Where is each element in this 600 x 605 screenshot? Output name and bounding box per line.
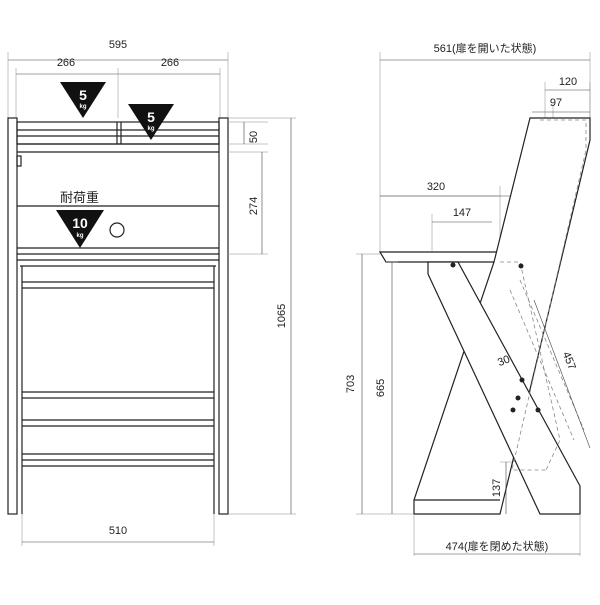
hidden-rail — [511, 119, 587, 471]
load-capacity-label: 耐荷重 — [60, 190, 99, 205]
dim-total-height: 1065 — [276, 304, 288, 328]
hinge-mark — [16, 155, 22, 167]
dim-left-shelf: 266 — [57, 57, 75, 69]
dim-upper-height: 274 — [248, 197, 260, 215]
dim-slot-length: 457 — [560, 350, 578, 372]
dim-leg-height: 665 — [375, 379, 387, 397]
load-badge-right: 5 kg — [128, 104, 174, 140]
dim-line-slot-length — [533, 299, 591, 449]
dim-foot-height: 137 — [491, 479, 503, 497]
load-unit: kg — [79, 104, 86, 110]
load-value: 5 — [79, 87, 87, 103]
load-value: 10 — [72, 215, 88, 231]
front-leg — [413, 117, 591, 515]
load-badge-center: 10 kg — [56, 210, 104, 248]
dim-total-width: 595 — [109, 39, 127, 51]
dim-desk-depth: 320 — [427, 181, 445, 193]
dim-desk-height: 703 — [345, 375, 357, 393]
bolt — [535, 407, 541, 413]
left-post — [7, 117, 18, 515]
side-view: 561(扉を開いた状態) 120 97 320 49 147 — [345, 41, 591, 556]
dim-depth-closed: 474(扉を閉めた状態) — [446, 539, 549, 553]
dim-top-inner: 97 — [550, 97, 562, 109]
load-value: 5 — [147, 109, 155, 125]
desk-board — [378, 251, 505, 263]
load-unit: kg — [76, 233, 83, 239]
bolt — [519, 377, 525, 383]
bolt — [518, 263, 524, 269]
bolt — [450, 262, 456, 268]
top-shelf — [16, 121, 220, 145]
load-badge-left: 5 kg — [60, 82, 106, 118]
right-post — [218, 117, 229, 515]
cable-hole — [109, 222, 125, 238]
dim-top-depth: 120 — [559, 76, 577, 88]
bolt — [515, 395, 521, 401]
dim-right-shelf: 266 — [161, 57, 179, 69]
dim-inner: 147 — [453, 207, 471, 219]
front-view: 595 266 266 — [7, 39, 296, 546]
dim-shelf-height: 50 — [248, 131, 260, 143]
dim-base-width: 510 — [109, 525, 127, 537]
dim-slot-width: 30 — [496, 353, 512, 369]
bolt — [510, 407, 516, 413]
load-unit: kg — [147, 126, 154, 132]
dim-depth-open: 561(扉を開いた状態) — [434, 41, 537, 55]
